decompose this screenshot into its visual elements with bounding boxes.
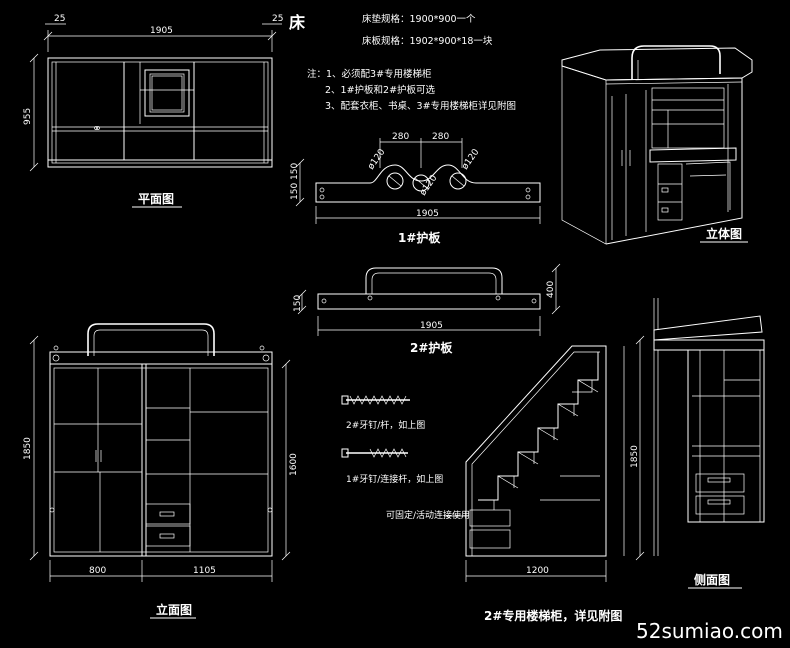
iso-caption: 立体图 (706, 226, 742, 241)
stair-note: 可固定/活动连接使用 (386, 509, 470, 521)
guard1-dim-280a: 280 (392, 132, 409, 142)
guard1-dim-d1: ø120 (366, 147, 387, 172)
plan-dim-right: 25 (272, 14, 283, 24)
plan-dim-height: 955 (23, 108, 33, 125)
guard1-dim-d2: ø120 (460, 147, 481, 172)
guard-board-1: 280 280 ø120 ø120 ø120 150 150 1905 1#护板 (290, 132, 541, 245)
front-elevation: 1850 1600 800 1105 立面图 (23, 323, 299, 619)
note-3: 3、配套衣柜、书桌、3#专用楼梯柜详见附图 (325, 100, 516, 112)
watermark-text: 52sumiao.com (636, 619, 783, 643)
drawing-title: 床 (289, 13, 306, 32)
front-dim-1600: 1600 (289, 453, 299, 476)
side-dim-1850: 1850 (630, 445, 640, 468)
front-dim-800: 800 (89, 566, 106, 576)
bolt2-label: 1#牙钉/连接杆，如上图 (346, 473, 443, 485)
front-dim-1105: 1105 (193, 566, 216, 576)
note-1: 注：1、必须配3#专用楼梯柜 (307, 68, 432, 80)
hardware-parts: 2#牙钉/杆，如上图 1#牙钉/连接杆，如上图 (341, 395, 443, 485)
guard2-dim-right: 400 (546, 281, 556, 298)
side-view: 1850 侧面图 (630, 298, 765, 589)
guard2-caption: 2#护板 (410, 340, 453, 355)
side-caption: 侧面图 (694, 572, 730, 587)
bolt1-label: 2#牙钉/杆，如上图 (346, 419, 425, 431)
guard2-dim-width: 1905 (420, 321, 443, 331)
spec-mattress: 床垫规格：1900*900一个 (362, 13, 476, 25)
plan-view: 25 25 1905 955 平面图 (23, 14, 283, 208)
guard1-caption: 1#护板 (398, 230, 441, 245)
isometric-view: 立体图 (561, 45, 753, 245)
stair-cabinet: 可固定/活动连接使用 1200 2#专用楼梯柜，详见附图 (386, 345, 625, 623)
plan-dim-width: 1905 (150, 26, 173, 36)
stair-caption: 2#专用楼梯柜，详见附图 (484, 608, 622, 623)
front-dim-1850: 1850 (23, 437, 33, 460)
guard2-dim-left: 150 (293, 295, 303, 312)
guard1-dim-280b: 280 (432, 132, 449, 142)
plan-caption: 平面图 (138, 192, 174, 206)
front-caption: 立面图 (156, 602, 192, 617)
guard1-dim-width: 1905 (416, 209, 439, 219)
guard-board-2: 150 400 1905 2#护板 (293, 263, 561, 355)
note-2: 2、1#护板和2#护板可选 (325, 84, 436, 96)
guard1-dim-side: 150 150 (290, 163, 300, 200)
stair-dim-1200: 1200 (526, 566, 549, 576)
plan-dim-left: 25 (54, 14, 65, 24)
spec-board: 床板规格：1902*900*18一块 (362, 35, 493, 47)
